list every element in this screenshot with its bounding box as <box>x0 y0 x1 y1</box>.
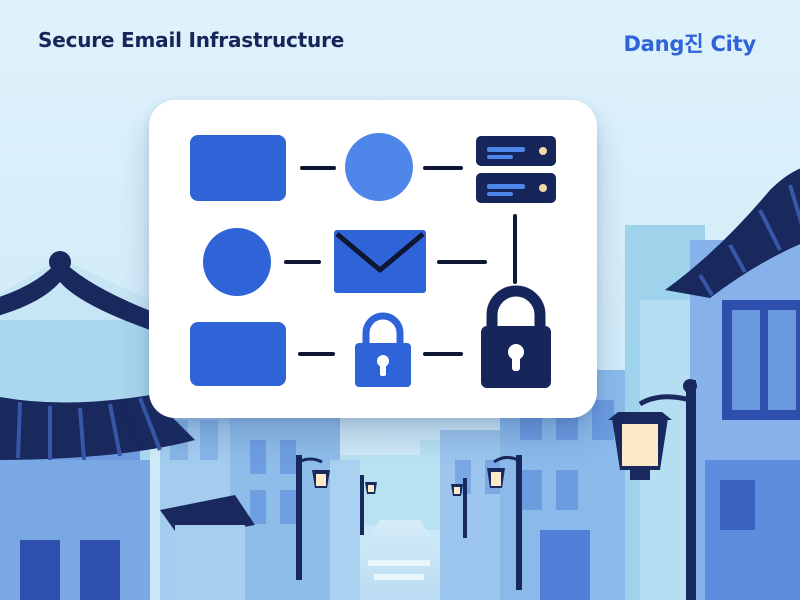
block-icon <box>190 322 286 386</box>
padlock-icon <box>355 312 411 387</box>
right-house <box>665 168 800 600</box>
left-house <box>0 251 255 600</box>
envelope-icon <box>334 230 426 293</box>
infrastructure-diagram-card <box>149 100 597 418</box>
page-title: Secure Email Infrastructure <box>38 28 345 52</box>
street-lamps <box>296 379 697 600</box>
padlock-icon <box>481 285 551 388</box>
circle-node-icon <box>345 133 413 201</box>
connectors <box>284 166 517 356</box>
block-icon <box>190 135 286 201</box>
server-icon <box>476 136 556 166</box>
network-diagram <box>190 133 556 388</box>
brand-name: Dang진 City <box>623 32 756 56</box>
server-icon <box>476 173 556 203</box>
circle-node-icon <box>203 228 271 296</box>
